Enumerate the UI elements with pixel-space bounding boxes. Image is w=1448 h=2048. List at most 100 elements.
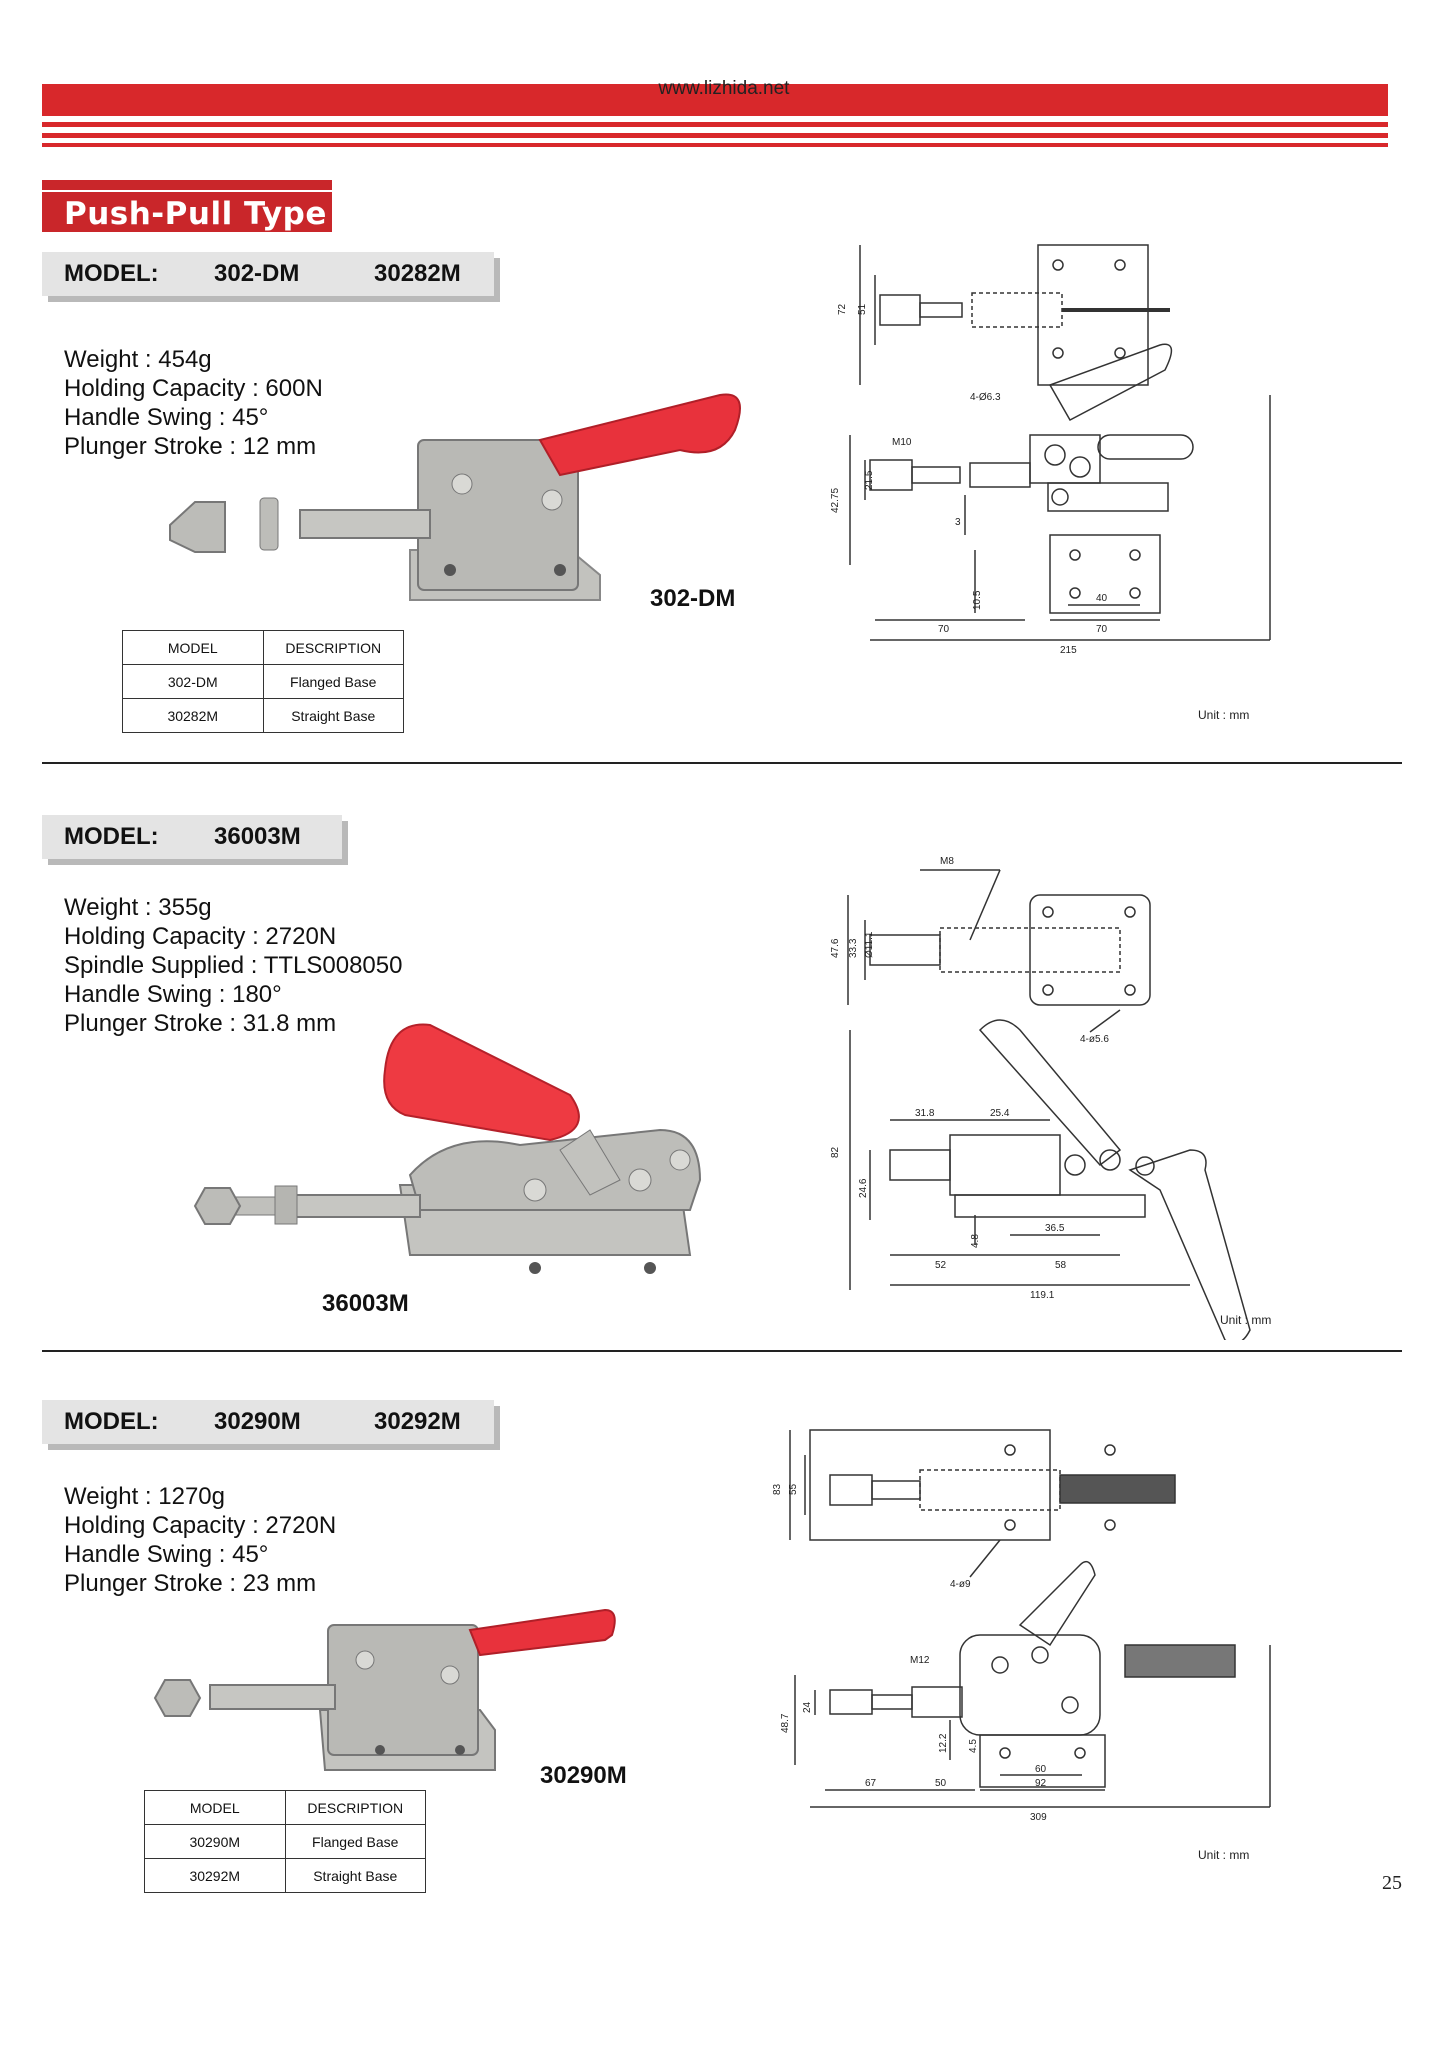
dim-label: M12 (910, 1655, 930, 1666)
dim-label: 24 (802, 1701, 813, 1713)
dim-label: 70 (1096, 624, 1108, 635)
spec-plunger-stroke: Plunger Stroke : 12 mm (64, 433, 317, 460)
table-row: 30292M Straight Base (144, 1858, 426, 1893)
header-band-thick (42, 84, 1388, 116)
site-url[interactable]: www.lizhida.net (658, 78, 790, 99)
product-caption-1: 302-DM (650, 585, 736, 612)
dim-label: 40 (1096, 593, 1108, 604)
page-number: 25 (1382, 1872, 1402, 1894)
dim-label: 33.3 (848, 938, 859, 958)
dim-label: M8 (940, 856, 954, 867)
table-row: 302-DM Flanged Base (122, 664, 404, 699)
model-label: MODEL: (64, 823, 159, 850)
dim-label: 55 (788, 1483, 799, 1495)
header-band-line-1 (42, 122, 1388, 127)
product-caption-3: 30290M (540, 1762, 627, 1789)
dim-label: 4-Ø6.3 (970, 392, 1001, 403)
table-header: DESCRIPTION (262, 630, 404, 665)
model-table-1: MODEL DESCRIPTION 302-DM Flanged Base 30… (122, 630, 404, 733)
dim-label: 21.5 (864, 470, 875, 490)
dim-label: 72 (837, 303, 848, 315)
header-band-line-2 (42, 133, 1388, 138)
dim-label: 309 (1030, 1812, 1047, 1823)
product-caption-2: 36003M (322, 1290, 409, 1317)
dim-label: 3 (955, 517, 961, 528)
model-label: MODEL: (64, 1408, 159, 1435)
dim-label: Ø11.1 (864, 931, 875, 958)
dim-label: 10.5 (972, 590, 983, 610)
spec-list-3: Weight : 1270g Holding Capacity : 2720N … (64, 1482, 336, 1598)
product-photo-36003m (193, 1023, 702, 1274)
dim-label: 60 (1035, 1764, 1047, 1775)
table-header-row: MODEL DESCRIPTION (122, 630, 404, 665)
model-code-alt: 30282M (374, 260, 461, 287)
table-header-row: MODEL DESCRIPTION (144, 1790, 426, 1825)
spec-spindle: Spindle Supplied : TTLS008050 (64, 952, 403, 979)
dim-label: 92 (1035, 1778, 1047, 1789)
table-cell: Straight Base (284, 1858, 426, 1893)
unit-label: Unit : mm (1220, 1313, 1272, 1327)
spec-list-1: Weight : 454g Holding Capacity : 600N Ha… (64, 345, 323, 461)
table-header: MODEL (144, 1790, 286, 1825)
spec-list-2: Weight : 355g Holding Capacity : 2720N S… (64, 893, 402, 1038)
spec-weight: Weight : 1270g (64, 1483, 226, 1510)
dim-label: 36.5 (1045, 1223, 1065, 1234)
spec-weight: Weight : 454g (64, 346, 212, 373)
dim-label: 4.8 (970, 1234, 981, 1248)
dim-label: 119.1 (1030, 1290, 1055, 1301)
model-table-3: MODEL DESCRIPTION 30290M Flanged Base 30… (144, 1790, 426, 1893)
unit-label: Unit : mm (1198, 1848, 1250, 1862)
dim-label: 58 (1055, 1260, 1067, 1271)
dim-label: 67 (865, 1778, 877, 1789)
spec-plunger-stroke: Plunger Stroke : 31.8 mm (64, 1010, 337, 1037)
dim-label: 83 (772, 1483, 783, 1495)
dim-label: 4.5 (968, 1739, 979, 1753)
dim-label: 52 (935, 1260, 947, 1271)
table-cell: 30292M (144, 1858, 286, 1893)
model-header-2: MODEL: 36003M (42, 815, 342, 859)
unit-label: Unit : mm (1198, 708, 1250, 722)
table-cell: 30290M (144, 1824, 286, 1859)
dim-label: 51 (857, 303, 868, 315)
dim-label: 4-ø9 (950, 1579, 971, 1590)
spec-handle-swing: Handle Swing : 180° (64, 981, 282, 1008)
spec-plunger-stroke: Plunger Stroke : 23 mm (64, 1570, 317, 1597)
model-header-3: MODEL: 30290M 30292M (42, 1400, 494, 1444)
spec-holding-capacity: Holding Capacity : 2720N (64, 923, 337, 950)
dim-label: 24.6 (858, 1178, 869, 1198)
section-divider (42, 1350, 1402, 1352)
table-cell: 302-DM (122, 664, 264, 699)
technical-drawing-30290m: 83 55 4-ø9 M12 24 48.7 12.2 4.5 60 67 50… (772, 1429, 1271, 1823)
spec-handle-swing: Handle Swing : 45° (64, 404, 269, 431)
model-code: 36003M (214, 823, 301, 850)
dim-label: 31.8 (915, 1108, 935, 1119)
table-cell: Flanged Base (284, 1824, 426, 1859)
table-header: DESCRIPTION (284, 1790, 426, 1825)
spec-holding-capacity: Holding Capacity : 600N (64, 375, 323, 402)
dim-label: M10 (892, 437, 912, 448)
dim-label: 4-ø5.6 (1080, 1034, 1109, 1045)
dim-label: 48.7 (780, 1713, 791, 1733)
model-header-1: MODEL: 302-DM 30282M (42, 252, 494, 296)
technical-drawing-302dm: 72 51 4-Ø6.3 M10 21.5 42.75 3 10.5 40 70… (830, 244, 1271, 656)
spec-holding-capacity: Holding Capacity : 2720N (64, 1512, 337, 1539)
dim-label: 70 (938, 624, 950, 635)
table-row: 30282M Straight Base (122, 698, 404, 733)
model-code: 302-DM (214, 260, 300, 287)
table-header: MODEL (122, 630, 264, 665)
model-code-alt: 30292M (374, 1408, 461, 1435)
section-title: Push-Pull Type (64, 196, 327, 232)
dim-label: 42.75 (830, 488, 841, 513)
dim-label: 25.4 (990, 1108, 1010, 1119)
product-photo-302dm (169, 393, 741, 601)
table-row: 30290M Flanged Base (144, 1824, 426, 1859)
dim-label: 82 (830, 1146, 841, 1158)
table-cell: Straight Base (262, 698, 404, 733)
table-cell: 30282M (122, 698, 264, 733)
model-label: MODEL: (64, 260, 159, 287)
technical-drawing-36003m: M8 47.6 33.3 Ø11.1 4-ø5.6 82 31.8 25.4 2… (830, 856, 1251, 1340)
section-title-tab: Push-Pull Type (42, 180, 332, 232)
spec-weight: Weight : 355g (64, 894, 212, 921)
dim-label: 12.2 (938, 1733, 949, 1753)
dim-label: 215 (1060, 645, 1077, 656)
